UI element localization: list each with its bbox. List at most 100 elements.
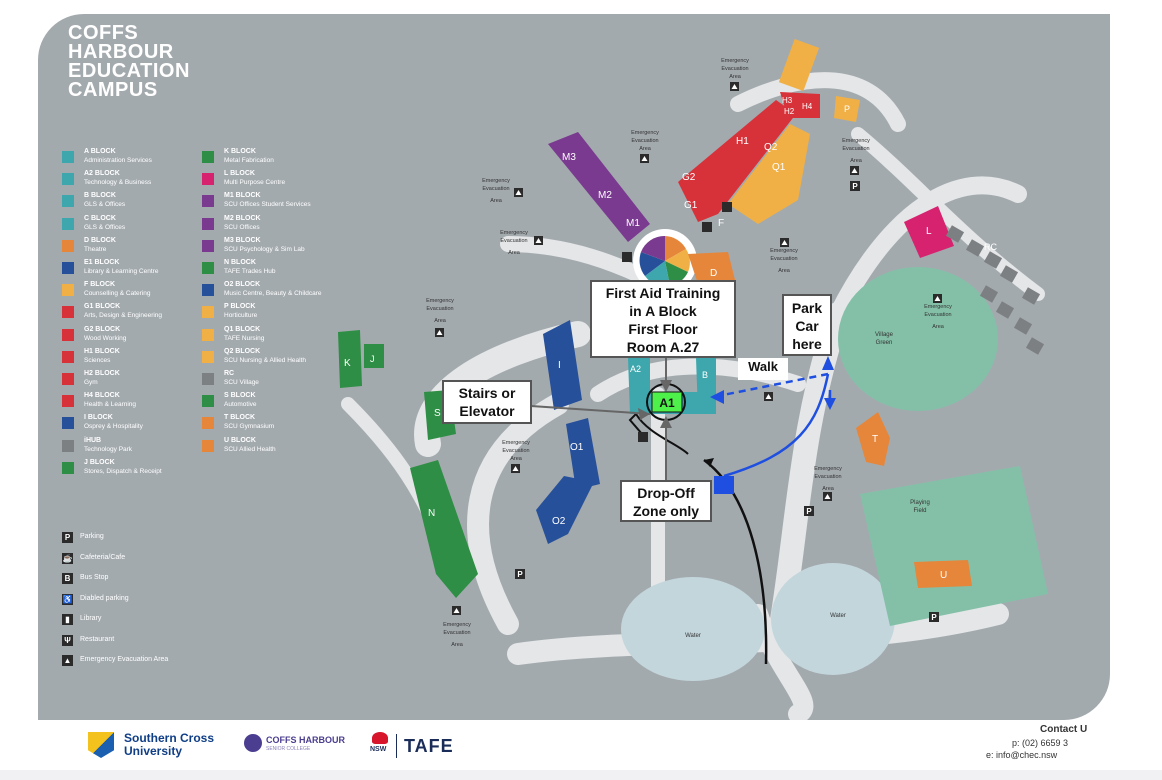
- legend-swatch: [202, 284, 214, 297]
- legend-swatch: [202, 262, 214, 274]
- contact-title: Contact U: [1040, 724, 1088, 735]
- legend-name: M3 BLOCK: [224, 236, 261, 244]
- legend-swatch: [62, 439, 74, 452]
- svg-text:Evacuation: Evacuation: [426, 306, 453, 312]
- library-icon: ▮: [62, 614, 73, 625]
- svg-text:Evacuation: Evacuation: [482, 186, 509, 192]
- legend-desc: SCU Allied Health: [224, 445, 276, 453]
- nsw-waratah-icon: [372, 732, 388, 744]
- label-p: P: [844, 104, 850, 114]
- parking-icon: P: [515, 569, 525, 579]
- label-o1: O1: [570, 442, 584, 453]
- legend-desc: Music Centre, Beauty & Childcare: [224, 290, 322, 298]
- water-label-right: Water: [830, 613, 846, 619]
- legend-name: S BLOCK: [224, 392, 256, 400]
- svg-text:Evacuation: Evacuation: [631, 138, 658, 144]
- label-o2: O2: [552, 516, 566, 527]
- label-j: J: [370, 354, 375, 364]
- legend-swatch: [62, 350, 74, 363]
- svg-text:Evacuation: Evacuation: [924, 312, 951, 318]
- svg-text:Area: Area: [822, 486, 835, 492]
- legend-name: B BLOCK: [84, 192, 116, 200]
- legend-desc: Theatre: [84, 245, 107, 253]
- dropoff-route-arrowhead: [704, 458, 714, 467]
- legend-name: Q1 BLOCK: [224, 325, 261, 333]
- label-b: B: [702, 370, 708, 380]
- drive-start-marker: [714, 476, 734, 494]
- legend-swatch: [202, 217, 214, 230]
- legend-swatch: [62, 239, 74, 252]
- svg-text:Evacuation: Evacuation: [814, 474, 841, 480]
- legend-desc: SCU Village: [224, 379, 259, 386]
- bus-stop-icon: [638, 432, 648, 442]
- legend-key-label: Bus Stop: [80, 574, 109, 581]
- map-canvas: M3 M2 M1 G2 G1 H1 H3 H2 H4 Q2 Q1 F P D L…: [338, 38, 1048, 720]
- legend-swatch: [202, 395, 214, 408]
- legend-desc: Multi Purpose Centre: [224, 179, 286, 187]
- water-pond-right: [771, 563, 895, 675]
- legend-key-label: Library: [80, 615, 102, 622]
- legend-desc: Health & Learning: [84, 401, 137, 409]
- legend-name: K BLOCK: [224, 148, 256, 155]
- legend-swatch: [62, 395, 74, 408]
- legend-name: I BLOCK: [84, 414, 113, 422]
- block-n: [410, 460, 478, 598]
- water-pond-left: [621, 577, 765, 681]
- label-s: S: [434, 408, 441, 419]
- label-a2: A2: [630, 364, 641, 374]
- block-u: [914, 560, 972, 588]
- svg-text:Area: Area: [434, 318, 447, 324]
- legend-name: H4 BLOCK: [84, 392, 120, 400]
- legend-desc: Horticulture: [224, 312, 258, 320]
- evac-area-12: [764, 392, 773, 401]
- svg-text:Emergency: Emergency: [770, 248, 798, 254]
- legend-name: J BLOCK: [84, 458, 115, 466]
- legend-swatch: [62, 373, 74, 385]
- legend-key-label: Emergency Evacuation Area: [80, 656, 169, 663]
- svg-text:Evacuation: Evacuation: [842, 146, 869, 152]
- label-h3: H3: [782, 96, 793, 105]
- svg-text:Area: Area: [508, 250, 521, 256]
- legend-swatch: [202, 195, 214, 208]
- legend-name: E1 BLOCK: [84, 259, 120, 266]
- label-l: L: [926, 226, 932, 237]
- parking-icon: P: [929, 612, 939, 622]
- scu-logo-icon: [88, 732, 114, 758]
- label-i: I: [558, 360, 561, 371]
- label-h2: H2: [784, 107, 795, 116]
- legend-swatch: [62, 417, 74, 430]
- legend-name: C BLOCK: [84, 214, 116, 222]
- svg-text:P: P: [806, 507, 812, 516]
- label-h4: H4: [802, 102, 813, 111]
- svg-text:P: P: [517, 570, 523, 579]
- legend-name: L BLOCK: [224, 170, 255, 178]
- legend-swatch: [62, 262, 74, 274]
- nsw-logo: NSW: [370, 746, 387, 753]
- legend-name: N BLOCK: [224, 259, 256, 266]
- legend-name: T BLOCK: [224, 414, 256, 422]
- label-k: K: [344, 358, 351, 369]
- first-aid-callout: First Aid Training in A Block First Floo…: [590, 280, 736, 358]
- legend-swatch: [202, 239, 214, 252]
- walk-callout: Walk: [738, 358, 788, 380]
- legend-name: G2 BLOCK: [84, 325, 121, 333]
- label-m1: M1: [626, 218, 640, 229]
- legend-key-label: Parking: [80, 533, 104, 540]
- bus-stop-icon: B: [62, 573, 73, 584]
- svg-text:P: P: [931, 613, 937, 622]
- coffs-logo: COFFS HARBOUR SENIOR COLLEGE: [266, 735, 345, 753]
- legend-desc: Osprey & Hospitality: [84, 423, 143, 431]
- legend-desc: Gym: [84, 379, 98, 386]
- coffs-logo-icon: [244, 734, 262, 752]
- legend-name: U BLOCK: [224, 436, 256, 444]
- block-l: [904, 206, 954, 258]
- evacuation-icon: ▲: [62, 655, 73, 666]
- legend-name: iHUB: [84, 436, 102, 444]
- parking-icon: P: [62, 532, 73, 543]
- svg-text:Evacuation: Evacuation: [770, 256, 797, 262]
